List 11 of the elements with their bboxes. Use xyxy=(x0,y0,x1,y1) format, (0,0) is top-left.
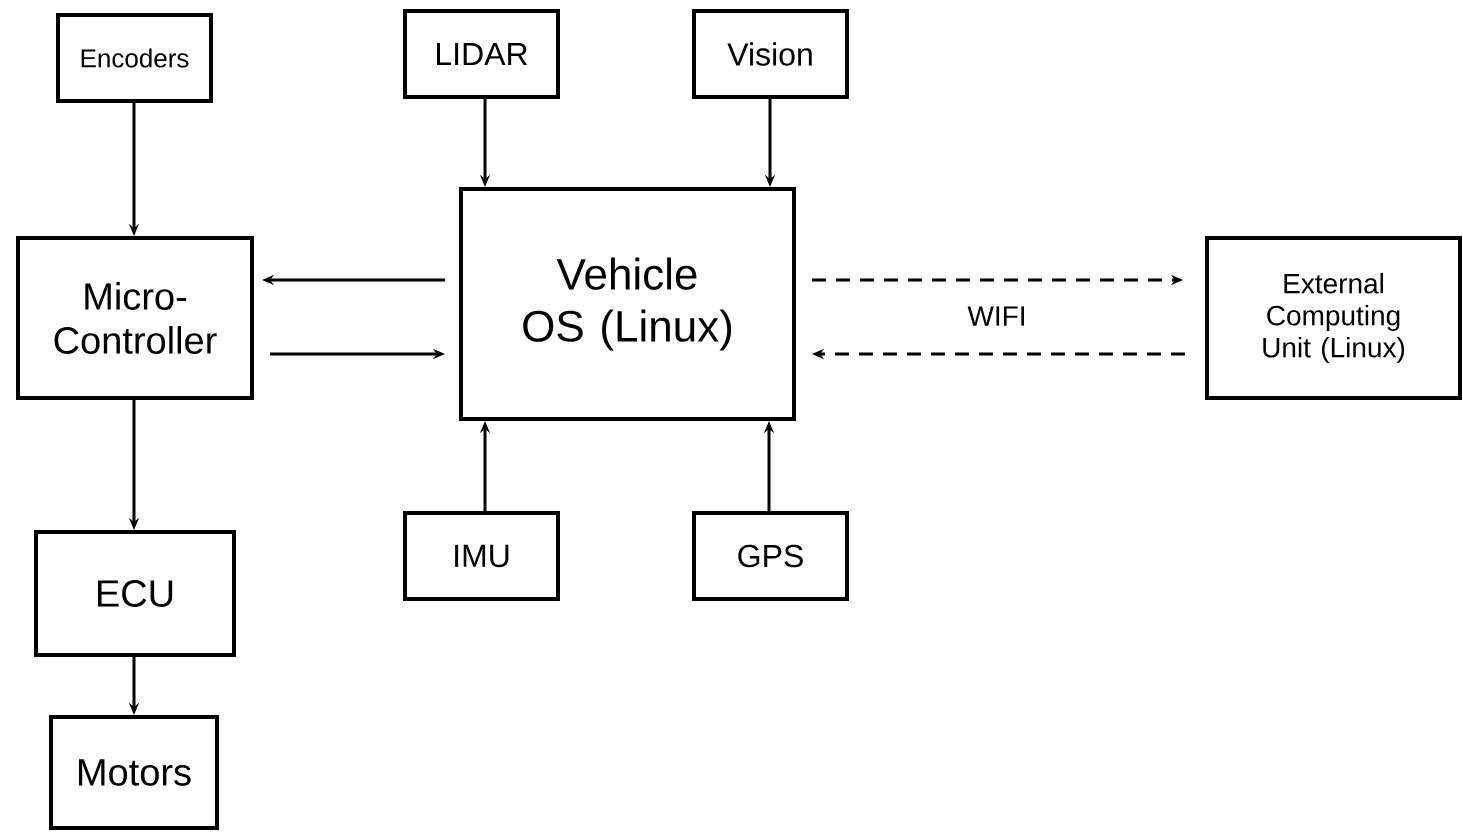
link-label: WIFI xyxy=(967,306,1024,326)
sensor-box: IMU xyxy=(403,511,560,601)
ecu-box: ECU xyxy=(34,530,236,657)
motor-box: Motors xyxy=(49,715,219,830)
sensor-box: LIDAR xyxy=(403,9,560,99)
computer-box: External Computing Unit (Linux) xyxy=(1205,236,1462,400)
sensor-box: Vision xyxy=(692,9,849,99)
os-box: Vehicle OS (Linux) xyxy=(459,187,796,421)
sensor-box: GPS xyxy=(692,511,849,601)
sensor-box: Encoders xyxy=(56,13,213,103)
controller-box: Micro-Controller xyxy=(16,236,254,400)
